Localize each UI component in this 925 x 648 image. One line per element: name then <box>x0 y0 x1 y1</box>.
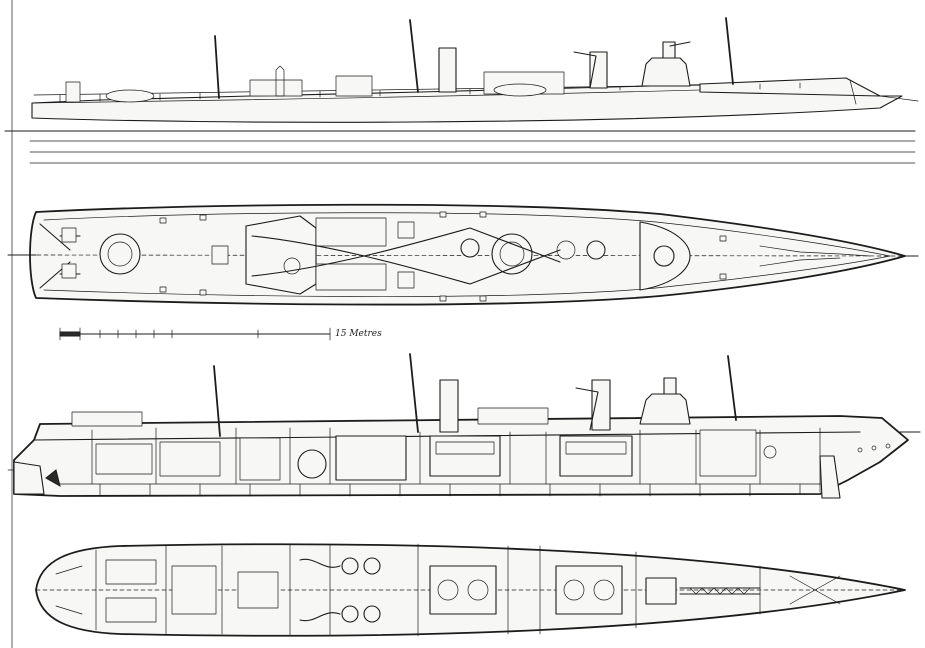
rack-zigzag <box>689 587 751 595</box>
crew-quarters <box>699 429 757 477</box>
fore-boiler <box>559 435 633 477</box>
deck-scuttles <box>159 211 727 302</box>
inboard-fore-funnel <box>591 379 611 431</box>
bowsprit <box>879 95 919 102</box>
fore-boiler-plan <box>555 565 623 615</box>
engine-cylinder-1 <box>341 557 359 575</box>
ventilator-cowl <box>275 65 285 97</box>
fore-keel-piece <box>819 455 841 499</box>
inboard-main-mast <box>213 365 221 437</box>
deckhouse-1 <box>335 75 373 97</box>
fore-cross-bracing <box>789 575 841 605</box>
deck-plan-view <box>7 203 919 306</box>
hold-cabin-1 <box>105 559 157 585</box>
inboard-mid-mast <box>409 353 419 433</box>
conning-tower <box>641 57 691 87</box>
upper-torpedo-tube <box>477 407 549 425</box>
scale-label: 15 Metres <box>335 329 382 339</box>
aft-compartment <box>239 437 281 481</box>
boat-aft <box>105 89 155 103</box>
torpedo-rail-2 <box>251 227 561 277</box>
davit-crane <box>573 51 597 89</box>
gun-barrel <box>669 41 691 47</box>
bow-chains <box>759 245 871 267</box>
boat-mid <box>493 83 547 97</box>
stem-post <box>849 79 857 105</box>
forecastle <box>699 77 881 97</box>
engine-cylinder-2 <box>363 557 381 575</box>
hold-plan-view <box>35 543 906 637</box>
mid-mast <box>409 19 419 93</box>
deck-inner-edge <box>43 212 891 297</box>
frame-marks <box>99 483 801 497</box>
rudder <box>13 461 45 495</box>
engine-room <box>335 435 407 481</box>
stern-fittings <box>39 223 81 289</box>
stair-plan <box>237 571 279 609</box>
torpedo-rail-1 <box>251 235 561 285</box>
wardroom <box>159 441 221 477</box>
hatch-3 <box>397 221 415 239</box>
skylight-1 <box>315 217 387 247</box>
propeller <box>45 469 61 488</box>
aft-ventilator <box>65 81 81 103</box>
hold-cabin-2 <box>105 597 157 623</box>
hatch-4 <box>397 271 415 289</box>
funnel-ring-fore <box>586 240 606 260</box>
aft-torpedo-tube <box>71 411 143 427</box>
aft-deckhouse-plan <box>245 215 317 295</box>
hold-bulkheads <box>95 543 761 637</box>
fore-mast <box>725 17 734 85</box>
engine-cylinder-3 <box>341 605 359 623</box>
aft-hatch-2 <box>61 263 77 279</box>
capstan-fore <box>763 445 777 459</box>
engine-crank <box>297 449 327 479</box>
rail-stanchions <box>59 82 801 103</box>
gun-mount <box>662 41 676 59</box>
fore-portholes <box>857 443 891 453</box>
bulkheads <box>91 427 821 493</box>
skylight-2 <box>315 263 387 291</box>
stern-bracing <box>55 565 83 615</box>
capstan-aft <box>211 245 229 265</box>
inboard-aft-funnel <box>439 379 459 433</box>
aft-funnel <box>438 47 457 93</box>
fore-gun-plan <box>653 245 675 267</box>
inboard-profile-view <box>7 353 921 499</box>
deck-centerline <box>29 254 911 257</box>
cabins-aft <box>95 443 153 475</box>
inboard-davit <box>575 387 599 431</box>
wardroom-plan <box>171 565 217 615</box>
aft-hatch <box>61 227 77 243</box>
scale-ticks <box>59 327 331 341</box>
inboard-gun-mount <box>663 377 677 395</box>
magazine-plan <box>645 577 677 605</box>
funnel-ring-aft <box>460 238 480 258</box>
aft-boiler-plan <box>429 565 497 615</box>
scale-bar <box>59 327 331 341</box>
main-mast <box>214 35 220 99</box>
inboard-fore-mast <box>727 355 737 421</box>
aft-turntable <box>99 233 141 275</box>
fore-funnel <box>589 51 608 89</box>
scale-first-segment <box>59 331 81 337</box>
ventilator-plan-2 <box>556 240 576 260</box>
engine-cylinder-4 <box>363 605 381 623</box>
side-elevation-view <box>4 17 919 164</box>
steam-pipes <box>299 558 341 622</box>
aft-boiler <box>429 435 501 477</box>
inboard-conning-tower <box>639 393 691 425</box>
